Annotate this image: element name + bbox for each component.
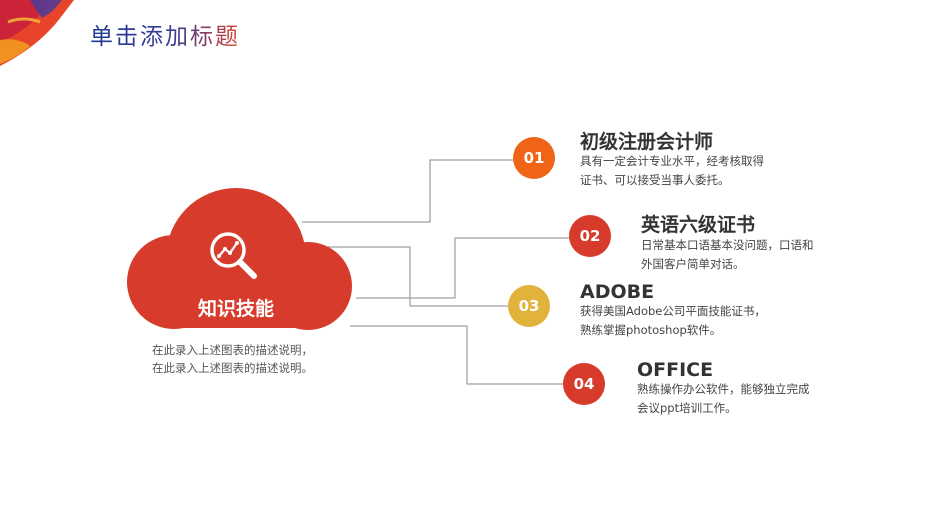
item-description-line: 外国客户简单对话。 bbox=[641, 257, 745, 271]
item-description-line: 证书、可以接受当事人委托。 bbox=[580, 173, 730, 187]
item-title-04: OFFICE bbox=[637, 359, 714, 381]
item-description-line: 日常基本口语基本没问题，口语和 bbox=[641, 238, 814, 252]
connector-line-02 bbox=[356, 237, 571, 299]
item-description-02: 日常基本口语基本没问题，口语和 外国客户简单对话。 bbox=[641, 236, 814, 274]
cloud-description: 在此录入上述图表的描述说明， 在此录入上述图表的描述说明。 bbox=[152, 341, 313, 377]
connector-line-03 bbox=[310, 246, 509, 307]
paint-brush-decoration bbox=[0, 0, 74, 66]
item-description-01: 具有一定会计专业水平，经考核取得 证书、可以接受当事人委托。 bbox=[580, 152, 764, 190]
item-description-line: 具有一定会计专业水平，经考核取得 bbox=[580, 154, 764, 168]
item-description-03: 获得美国Adobe公司平面技能证书， 熟练掌握photoshop软件。 bbox=[580, 302, 766, 340]
item-title-01: 初级注册会计师 bbox=[580, 131, 714, 153]
item-description-04: 熟练操作办公软件，能够独立完成 会议ppt培训工作。 bbox=[637, 380, 810, 418]
cloud-label: 知识技能 bbox=[197, 298, 274, 320]
item-description-line: 会议ppt培训工作。 bbox=[637, 401, 737, 415]
number-badge-03: 03 bbox=[508, 285, 550, 327]
item-title-02: 英语六级证书 bbox=[641, 214, 756, 236]
item-description-line: 熟练掌握photoshop软件。 bbox=[580, 323, 722, 337]
magnifier-chart-icon bbox=[210, 232, 257, 279]
connector-line-01 bbox=[302, 159, 515, 223]
number-badge-04: 04 bbox=[563, 363, 605, 405]
slide-title: 单击添加标题 bbox=[90, 17, 240, 51]
cloud-description-line: 在此录入上述图表的描述说明。 bbox=[152, 361, 313, 375]
cloud-description-line: 在此录入上述图表的描述说明， bbox=[152, 343, 313, 357]
item-description-line: 熟练操作办公软件，能够独立完成 bbox=[637, 382, 810, 396]
cloud-shape bbox=[127, 188, 352, 330]
connector-line-04 bbox=[350, 325, 565, 385]
item-title-03: ADOBE bbox=[580, 281, 655, 303]
number-badge-01: 01 bbox=[513, 137, 555, 179]
number-badge-02: 02 bbox=[569, 215, 611, 257]
item-description-line: 获得美国Adobe公司平面技能证书， bbox=[580, 304, 766, 318]
